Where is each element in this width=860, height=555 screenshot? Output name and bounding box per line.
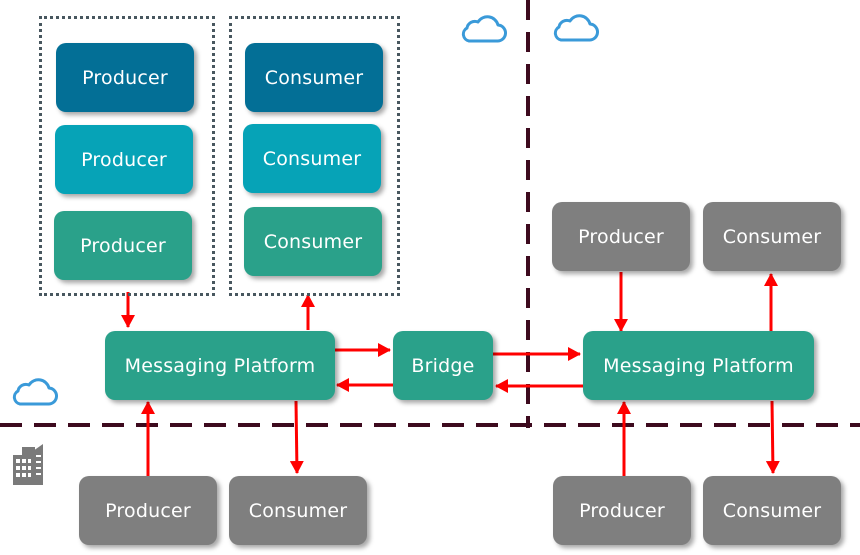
arrow-platform-b-to-onprem-consumer-b — [765, 400, 780, 474]
onprem-consumer-b[interactable]: Consumer — [703, 476, 841, 545]
messaging-platform-b[interactable]: Messaging Platform — [583, 331, 814, 400]
onprem-consumer-a[interactable]: Consumer — [229, 476, 367, 545]
consumer-group — [229, 16, 400, 296]
producer-box[interactable]: Producer — [56, 43, 194, 112]
producer-box[interactable]: Producer — [55, 125, 193, 194]
messaging-platform-a[interactable]: Messaging Platform — [105, 331, 335, 400]
arrow-platform-a-to-onprem-consumer — [289, 400, 304, 474]
onprem-producer-b[interactable]: Producer — [553, 476, 691, 545]
consumer-box[interactable]: Consumer — [244, 207, 382, 276]
producer-box[interactable]: Producer — [54, 211, 192, 280]
cloud-icon — [461, 15, 507, 43]
cloud-icon — [12, 378, 58, 406]
consumer-box-cloud-b[interactable]: Consumer — [703, 202, 841, 271]
consumer-box[interactable]: Consumer — [245, 43, 383, 112]
building-icon — [13, 444, 43, 485]
producer-box-cloud-b[interactable]: Producer — [552, 202, 690, 271]
producer-group — [39, 16, 215, 296]
cloud-icon — [553, 14, 599, 42]
consumer-box[interactable]: Consumer — [243, 124, 381, 193]
onprem-producer-a[interactable]: Producer — [79, 476, 217, 545]
bridge-box[interactable]: Bridge — [393, 331, 493, 400]
